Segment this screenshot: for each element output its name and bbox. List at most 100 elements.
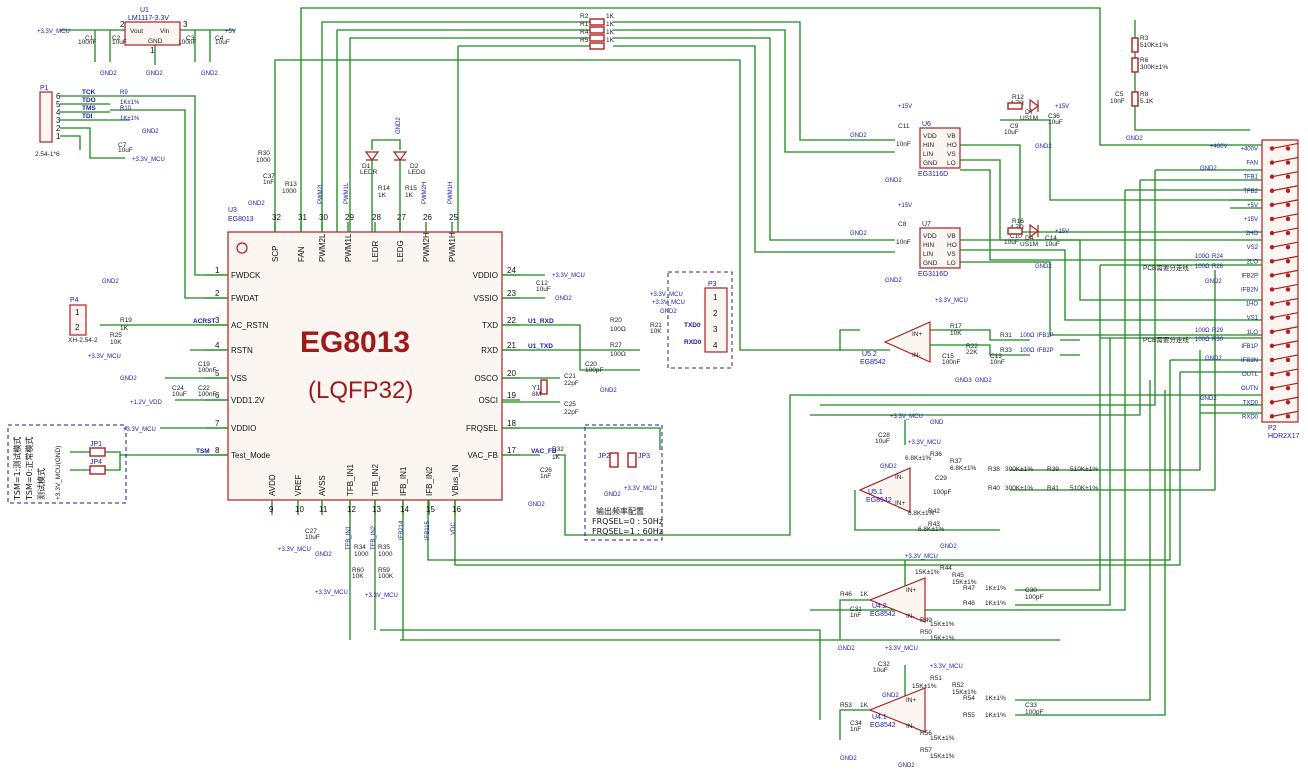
u6-gnd2b: GND2 [885,178,902,184]
c14-ref: C14 [1045,235,1057,242]
r53-ref: R53 [840,702,852,709]
bottom-pin-name: VREF [294,475,303,496]
r9-ref: R9 [120,90,128,96]
u41-ref: U4.1 [872,714,887,721]
c12-ref: C12 [536,280,548,287]
top-pin-name: PWM2H [422,232,431,262]
u7-gnd2b: GND2 [885,278,902,284]
u41-gnd2c: GND2 [898,763,915,769]
r5-ref: R5 [580,37,589,44]
u41-gnd2: GND2 [882,693,899,699]
r20-ref: R20 [610,317,622,324]
top-pin-num: 25 [449,213,458,222]
c2-ref: C2 [112,35,121,42]
c1-val: 100nF [78,39,96,46]
c32-ref: C32 [878,661,890,668]
acrst-net: ACRST [193,318,215,325]
r24-val: 100Ω [1195,254,1210,260]
r50-ref: R50 [920,629,932,636]
p2-ref: P2 [1268,425,1277,432]
top-pin-name: LEDG [396,240,405,262]
u6-v15: +15V [898,104,912,110]
led-gnd2: GND2 [396,117,402,134]
c9-ref: C9 [1010,123,1019,130]
p2-pin-dot [1285,230,1291,236]
p2-pin-dot [1285,202,1291,208]
jp3-body [627,452,637,468]
r2-ref: R2 [580,13,589,20]
p3-body [704,287,728,353]
c3-ref: C3 [186,35,195,42]
p1-gnd2: GND2 [142,129,159,135]
c22-val: 100nF [198,391,216,398]
top-pins: 32SCP31FAN30PWM2L29PWM1L28LEDR27LEDG26PW… [271,213,458,262]
r52-val: 15K±1% [952,689,977,696]
r48-ref: R48 [963,600,975,607]
p3-n4: 4 [713,341,718,350]
bottom-pin-num: 13 [372,505,381,514]
vdc-net: VDC [451,522,457,535]
r60-val: 10K [352,573,364,580]
u6-hin: HIN [923,142,935,149]
r52-ref: R52 [952,682,964,689]
r51-ref: R51 [930,675,942,682]
pin1-mark-icon [236,242,248,254]
vacfb-net: VAC_FB [531,448,557,455]
bottom-pins: 9AVDD10VREF11AVSS12TFB_IN113TFB_IN214IFB… [268,463,461,515]
r54-val: 1K±1% [985,695,1006,702]
p1-n1: 1 [56,132,61,141]
r21-val: 10K [650,328,662,335]
p4-type: XH-2.54-2 [68,337,98,344]
ifb1p-net: IFB1P [1037,333,1054,339]
pcb-routing: PCB需要分走线 PCB需要分走线 100Ω R24 100Ω R26 100Ω… [1143,166,1224,402]
r27-val: 100Ω [610,351,626,358]
u1txd-net: U1_TXD [528,343,553,350]
r40-ref: R40 [988,485,1000,492]
c36-ref: C36 [1048,113,1060,120]
r8-val: 5.1K [1140,98,1154,105]
r34-val: 1000 [354,551,369,558]
right-pin-num: 19 [507,391,516,400]
u1-regulator: U1 LM1117-3.3V Vout Vin GND 2 3 1 +3.3V_… [37,7,236,77]
u7-vs: VS [947,251,956,258]
r25-ref: R25 [110,332,122,339]
u1-pin3: 3 [183,20,188,29]
u1-part: LM1117-3.3V [128,15,169,22]
d1-val: LEDR [360,169,378,176]
r31-ref: R31 [1000,332,1012,339]
p2-pin-dot [1285,343,1291,349]
p1-n6: 6 [56,92,61,101]
left-pin-name: RSTN [231,346,253,355]
u7-gnd: GND [923,260,938,267]
chip-package: (LQFP32) [308,377,413,404]
avss-gnd2: GND2 [315,552,332,558]
right-pin-num: 18 [507,419,516,428]
r21-ref: R21 [650,322,662,329]
c31-ref: C31 [850,606,862,613]
p2-v400: +400V [1210,144,1228,150]
note-tsm1: TSM=1:测试模式 [12,437,22,501]
c28-ref: C28 [878,432,890,439]
c19-ref: C19 [198,361,210,368]
c11-val: 10nF [896,141,911,148]
note-v33: +3.3V_MCU(GND) [55,446,62,500]
c11-ref: C11 [898,123,910,130]
c34-ref: C34 [850,720,862,727]
p2-pin-label: TFB1 [1243,175,1258,181]
c14-val: 10uF [1045,241,1060,248]
r6-ref: R6 [1140,57,1149,64]
r59-ref: R59 [378,567,390,574]
r39-ref: R39 [1047,466,1059,473]
right-side-parts: +3.3V_MCU C12 10uF GND2 U1_RXD U1_TXD R2… [528,273,662,508]
c24-ref: C24 [172,385,184,392]
c33-val: 100pF [1025,709,1043,716]
u51-pos: IN+ [895,500,906,507]
top-pin-name: FAN [297,246,306,262]
c14-gnd2: GND2 [1035,264,1052,270]
p1-n2: 2 [56,124,61,133]
y1-val: 8M [532,391,541,398]
r49-ref: R49 [920,617,932,624]
div-gnd2: GND2 [1126,136,1143,142]
p2-pin-label: +5V [1247,203,1258,209]
r56-val: 15K±1% [930,735,955,742]
